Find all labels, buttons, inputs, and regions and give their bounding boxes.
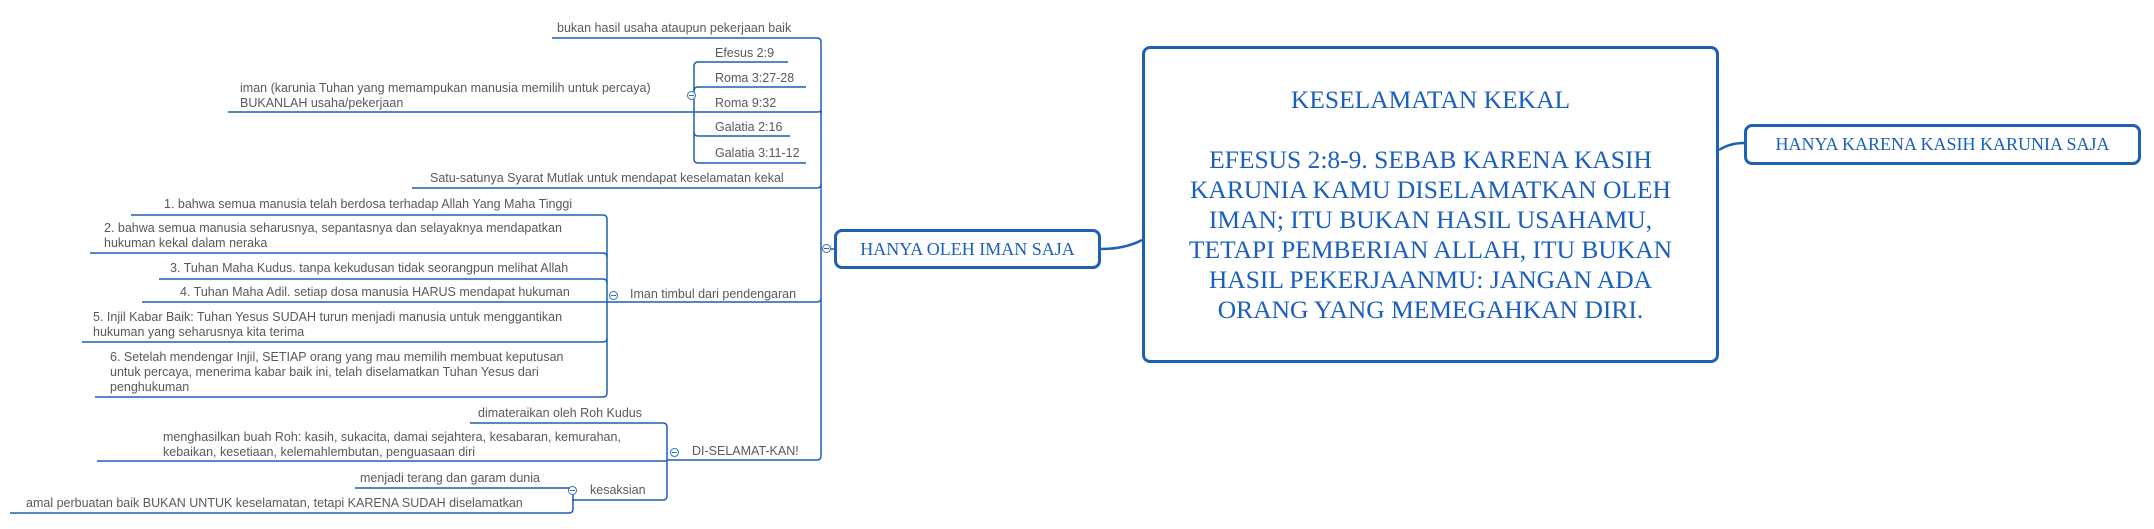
reference-galatia-2-16[interactable]: Galatia 2:16	[715, 120, 783, 134]
point-5[interactable]: 5. Injil Kabar Baik: Tuhan Yesus SUDAH t…	[93, 310, 563, 339]
point-3[interactable]: 3. Tuhan Maha Kudus. tanpa kekudusan tid…	[170, 261, 569, 275]
subtopic-iman-karunia[interactable]: iman (karunia Tuhan yang memampukan manu…	[240, 81, 651, 110]
subtopic-buah-roh[interactable]: menghasilkan buah Roh: kasih, sukacita, …	[163, 430, 621, 459]
reference-roma-9-32[interactable]: Roma 9:32	[715, 96, 777, 110]
point-6[interactable]: 6. Setelah mendengar Injil, SETIAP orang…	[110, 350, 564, 394]
main-topic-label: HANYA KARENA KASIH KARUNIA SAJA	[1775, 134, 2110, 154]
reference-galatia-3-11-12[interactable]: Galatia 3:11-12	[715, 146, 800, 160]
main-topic-oleh-iman[interactable]: HANYA OLEH IMAN SAJA	[834, 229, 1101, 269]
central-topic-body: EFESUS 2:8-9. SEBAB KARENA KASIH KARUNIA…	[1188, 144, 1673, 324]
collapse-toggle-icon[interactable]	[609, 291, 618, 300]
point-1[interactable]: 1. bahwa semua manusia telah berdosa ter…	[164, 197, 573, 211]
subtopic-amal-perbuatan[interactable]: amal perbuatan baik BUKAN UNTUK keselama…	[26, 496, 523, 510]
subtopic-syarat-mutlak[interactable]: Satu-satunya Syarat Mutlak untuk mendapa…	[430, 171, 784, 185]
central-topic[interactable]: KESELAMATAN KEKAL EFESUS 2:8-9. SEBAB KA…	[1142, 46, 1719, 363]
collapse-toggle-icon[interactable]	[687, 91, 696, 100]
collapse-toggle-icon[interactable]	[568, 486, 577, 495]
subtopic-terang-garam[interactable]: menjadi terang dan garam dunia	[360, 471, 540, 485]
point-4[interactable]: 4. Tuhan Maha Adil. setiap dosa manusia …	[180, 285, 570, 299]
point-2[interactable]: 2. bahwa semua manusia seharusnya, sepan…	[104, 221, 562, 250]
subtopic-di-selamat-kan[interactable]: DI-SELAMAT-KAN!	[692, 444, 799, 458]
subtopic-dimateraikan[interactable]: dimateraikan oleh Roh Kudus	[478, 406, 642, 420]
subtopic-kesaksian[interactable]: kesaksian	[590, 483, 646, 497]
reference-efesus-2-9[interactable]: Efesus 2:9	[715, 46, 775, 60]
main-topic-kasih-karunia[interactable]: HANYA KARENA KASIH KARUNIA SAJA	[1744, 124, 2141, 165]
subtopic-iman-timbul[interactable]: Iman timbul dari pendengaran	[630, 287, 797, 301]
subtopic-bukan-hasil-usaha[interactable]: bukan hasil usaha ataupun pekerjaan baik	[557, 21, 792, 35]
reference-roma-3-27-28[interactable]: Roma 3:27-28	[715, 71, 795, 85]
collapse-toggle-icon[interactable]	[670, 448, 679, 457]
central-topic-title: KESELAMATAN KEKAL	[1290, 84, 1571, 114]
main-topic-label: HANYA OLEH IMAN SAJA	[860, 238, 1075, 259]
collapse-toggle-icon[interactable]	[822, 244, 831, 253]
